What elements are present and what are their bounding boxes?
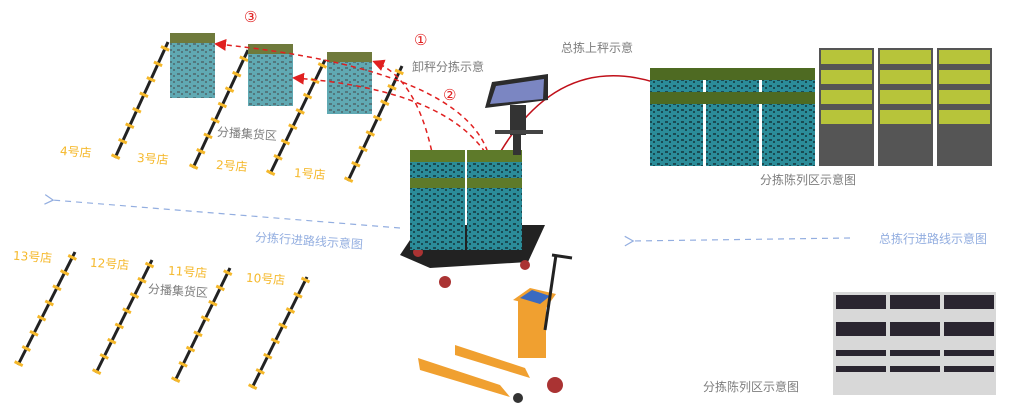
rail-store-1 [343, 64, 407, 183]
store-label-1: 1号店 [293, 165, 327, 183]
platform-scale [400, 150, 545, 288]
store-label-4: 4号店 [59, 143, 93, 161]
sort-arrow-2 [292, 72, 491, 161]
crate-stack-store-3 [248, 44, 293, 106]
rail-store-13 [13, 249, 80, 368]
total-route-label: 总拣行进路线示意图 [879, 232, 988, 246]
pallet-jack-scale [418, 253, 573, 403]
total-pick-scale-label: 总拣上秤示意 [561, 41, 634, 55]
produce-top [327, 52, 372, 62]
sort-route-arrow [44, 194, 401, 229]
total-pick-arrow [491, 75, 676, 168]
produce-top [170, 33, 215, 43]
display-area-label-top: 分拣陈列区示意图 [760, 173, 857, 187]
display-crates-fruit [819, 48, 992, 166]
sort-arrow-1 [214, 38, 491, 161]
rail-store-11 [170, 266, 235, 383]
rail-store-3 [188, 48, 253, 170]
store-label-10: 10号店 [245, 270, 286, 288]
crate-stack-store-4 [170, 33, 215, 98]
step-marker-3: ③ [244, 8, 258, 26]
rail-store-4 [110, 40, 173, 160]
total-route-arrow [624, 235, 851, 247]
store-label-2: 2号店 [215, 157, 249, 175]
store-label-12: 12号店 [89, 255, 130, 273]
pos-terminal [485, 74, 548, 155]
step-marker-1: ① [414, 31, 428, 49]
rail-store-12 [91, 258, 157, 375]
store-label-11: 11号店 [167, 263, 208, 281]
produce-top [248, 44, 293, 54]
display-area-label-bottom: 分拣陈列区示意图 [703, 380, 800, 394]
sort-arrow-3 [372, 59, 436, 169]
display-crates-cucumber [650, 68, 815, 166]
store-label-13: 13号店 [12, 248, 53, 266]
unload-sort-label: 卸秤分拣示意 [412, 60, 485, 74]
store-label-3: 3号店 [136, 150, 170, 168]
rail-store-2 [265, 58, 330, 176]
display-boxes-eggplant [833, 292, 996, 395]
step-marker-2: ② [443, 86, 457, 104]
rail-store-10 [247, 275, 312, 390]
